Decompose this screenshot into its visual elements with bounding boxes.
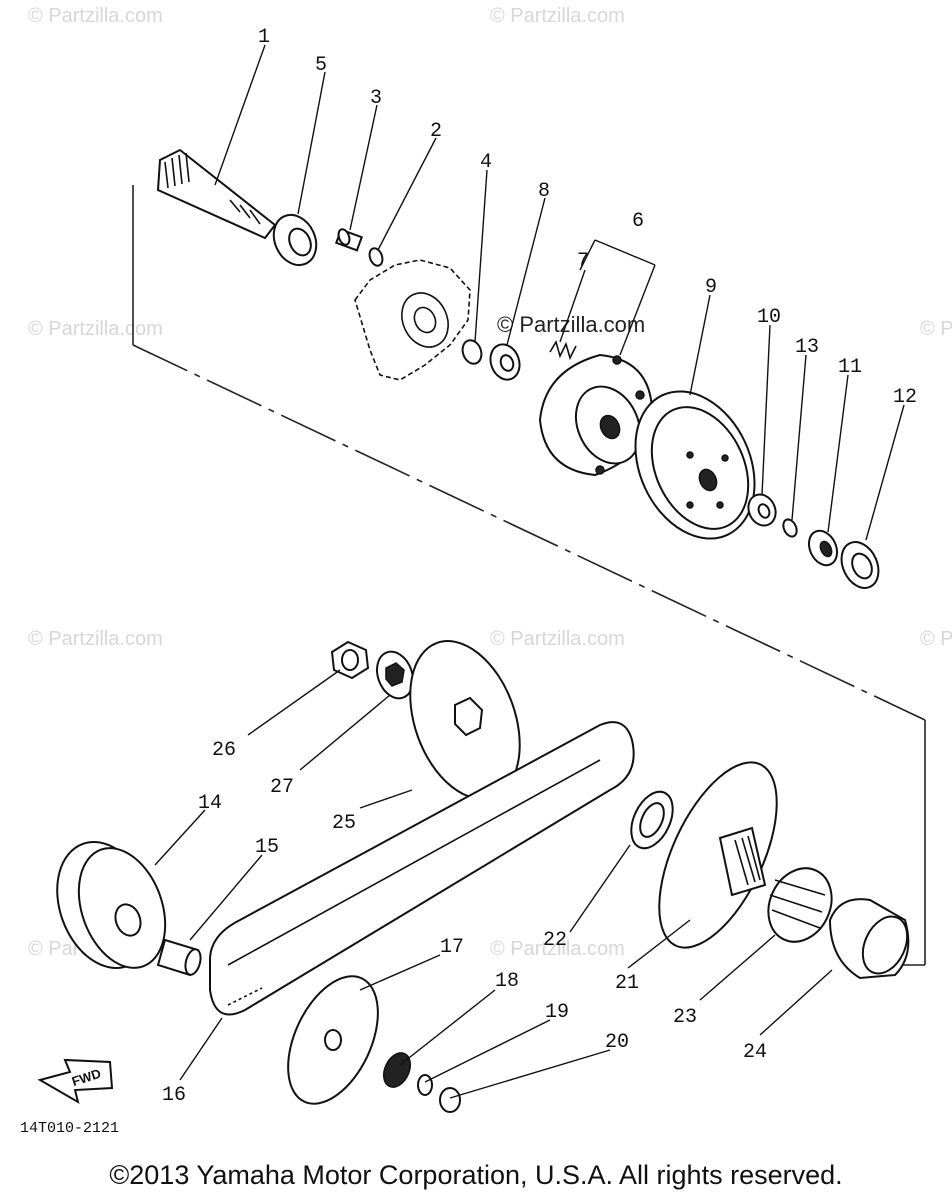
callout-18: 18 [495,970,519,993]
clutch-carrier-6 [538,353,654,477]
callout-24: 24 [743,1041,767,1064]
watermark: © Partzilla.com [28,5,163,27]
callout-11: 11 [838,356,862,379]
bolt-3 [334,228,364,252]
callout-15: 15 [255,836,279,859]
callout-12: 12 [893,386,917,409]
forward-arrow-icon: FWD [37,1058,114,1105]
washer-19 [417,1074,433,1096]
v-belt [209,721,635,1016]
callout-26: 26 [212,739,236,762]
oil-seal-22 [630,790,674,850]
clutch-housing-24 [828,898,910,980]
watermark: © Partzilla.com [490,5,625,27]
callout-9: 9 [705,276,717,299]
callout-17: 17 [440,936,464,959]
frame-lines [132,185,926,966]
bearing-5 [272,213,318,267]
diagram-code: 14T010-2121 [20,1120,119,1137]
callout-22: 22 [543,929,567,952]
callout-7: 7 [577,250,589,273]
movable-sheave-14 [56,841,167,969]
weight-holder-18 [382,1052,412,1088]
leader-lines [154,44,905,1099]
cam-17 [287,975,379,1105]
spring-7 [549,340,577,361]
nut-20 [439,1087,461,1113]
o-ring-13 [782,518,798,538]
bearing-8 [489,343,521,381]
watermark: © Partzilla.com [920,628,952,650]
center-watermark: © Partzilla.com [497,312,645,337]
nut-10 [747,493,777,527]
callout-25: 25 [332,812,356,835]
callout-19: 19 [545,1001,569,1024]
callout-23: 23 [673,1006,697,1029]
callout-1: 1 [258,26,270,49]
watermark: © Partzilla.com [28,628,163,650]
callout-21: 21 [615,972,639,995]
watermark: © Partzilla.com [920,318,952,340]
copyright-notice: ©2013 Yamaha Motor Corporation, U.S.A. A… [109,1160,843,1190]
nut-4 [461,339,483,365]
bearing-11 [807,529,839,567]
washer-2 [368,247,384,267]
callout-5: 5 [315,54,327,77]
callout-4: 4 [480,151,492,174]
collar-15 [156,938,202,977]
callout-14: 14 [198,792,222,815]
washer-27 [376,650,414,700]
callout-13: 13 [795,336,819,359]
secondary-sheave-21 [658,761,778,949]
watermark: © Partzilla.com [28,318,163,340]
callout-8: 8 [538,180,550,203]
primary-shaft [156,148,277,240]
clutch-housing-9 [634,390,756,540]
callout-20: 20 [605,1031,629,1054]
watermark-layer: © Partzilla.com © Partzilla.com © Partzi… [28,5,952,960]
watermark: © Partzilla.com [490,628,625,650]
callout-27: 27 [270,776,294,799]
nut-26 [330,640,370,680]
callout-2: 2 [430,120,442,143]
callout-labels: 1 5 3 2 4 8 6 7 9 10 13 11 12 26 27 25 1… [162,26,917,1107]
callout-16: 16 [162,1084,186,1107]
oil-seal-12 [840,541,880,589]
watermark: © Partzilla.com [490,938,625,960]
callout-6: 6 [632,210,644,233]
compression-spring-23 [767,867,833,943]
callout-10: 10 [757,306,781,329]
crankcase-section [354,259,471,381]
callout-3: 3 [370,87,382,110]
